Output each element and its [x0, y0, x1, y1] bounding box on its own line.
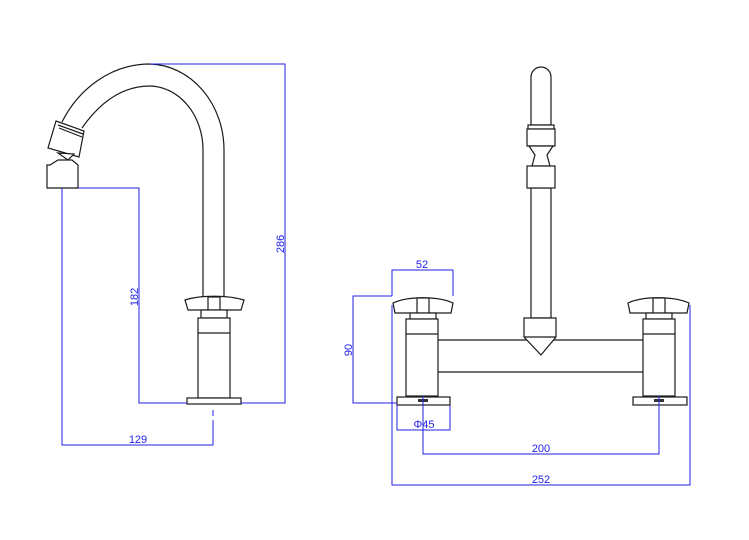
dim-spout-reach: 129	[129, 434, 147, 446]
valve-body	[197, 317, 231, 399]
aerator	[46, 120, 85, 189]
side-view-faucet	[46, 63, 245, 405]
dim-valve-height: 90	[343, 344, 355, 356]
front-view-faucet	[392, 66, 690, 406]
base-plate	[186, 397, 242, 405]
dim-total-height: 286	[275, 235, 287, 253]
front-view-dimensions: 52 90 Φ45 200 252	[343, 259, 691, 486]
spout-outer-arc	[61, 63, 225, 297]
spout-inner-arc	[81, 85, 204, 297]
spout-tube	[530, 187, 552, 319]
handle	[184, 295, 245, 319]
dim-base-diameter: Φ45	[413, 419, 434, 431]
dim-overall-width: 252	[532, 474, 550, 486]
dim-center-distance: 200	[532, 443, 550, 455]
spout-tip	[530, 66, 552, 126]
dim-spout-height: 182	[129, 288, 141, 306]
side-view-dimensions: 286 182 129	[61, 63, 287, 446]
right-valve	[627, 297, 690, 406]
dim-handle-width: 52	[416, 259, 428, 271]
